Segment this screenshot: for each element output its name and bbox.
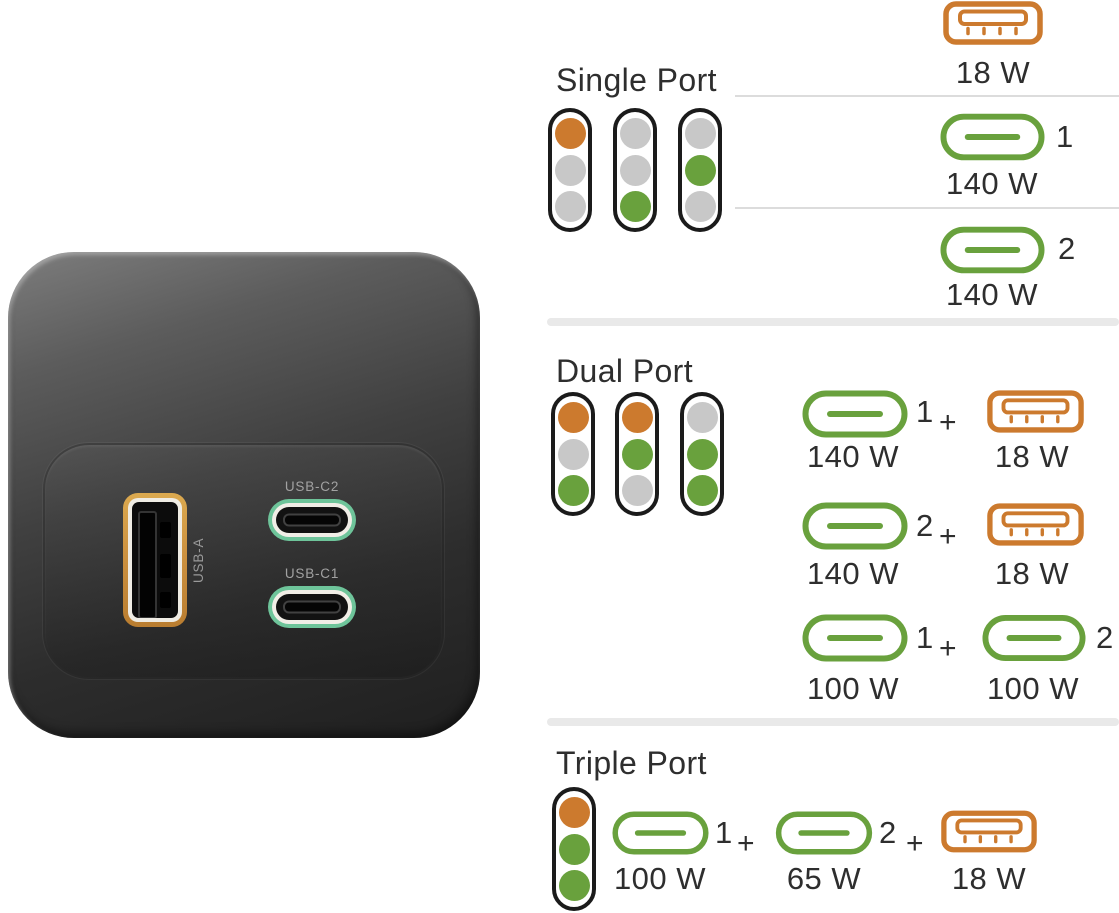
usb-a-icon bbox=[941, 810, 1037, 853]
port-number-label: 1 bbox=[1056, 119, 1074, 154]
plus-sign: + bbox=[906, 827, 924, 860]
usb-c-icon bbox=[940, 112, 1045, 162]
indicator-dot bbox=[684, 191, 716, 223]
watt-label: 18 W bbox=[951, 861, 1027, 896]
watt-label: 18 W bbox=[994, 439, 1070, 474]
indicator-dot bbox=[684, 117, 716, 149]
usb-c-icon bbox=[800, 614, 910, 662]
usb-c2-port-label: USB-C2 bbox=[284, 479, 340, 494]
usb-a-port-cavity bbox=[132, 502, 178, 618]
indicator-dot bbox=[557, 438, 589, 470]
indicator-dot bbox=[686, 475, 718, 507]
indicator-dot bbox=[554, 117, 586, 149]
port-indicator bbox=[552, 787, 596, 911]
usb-c-icon bbox=[612, 811, 709, 855]
port-indicator bbox=[551, 392, 595, 516]
port-number-label: 2 bbox=[916, 508, 934, 543]
indicator-dot bbox=[557, 475, 589, 507]
indicator-dot bbox=[558, 833, 590, 865]
watt-label: 140 W bbox=[806, 556, 900, 591]
indicator-dot bbox=[621, 438, 653, 470]
port-number-label: 2 bbox=[879, 815, 897, 850]
usb-c1-port-bezel bbox=[272, 590, 352, 624]
indicator-dot bbox=[554, 154, 586, 186]
indicator-dot bbox=[686, 401, 718, 433]
usb-a-port-label: USB-A bbox=[191, 537, 206, 583]
usb-c2-port-bezel bbox=[272, 503, 352, 537]
indicator-dot bbox=[686, 438, 718, 470]
watt-label: 140 W bbox=[945, 277, 1039, 312]
watt-label: 100 W bbox=[806, 671, 900, 706]
indicator-dot bbox=[558, 870, 590, 902]
usb-c1-port-label: USB-C1 bbox=[284, 566, 340, 581]
port-indicator bbox=[678, 108, 722, 232]
usb-c-icon bbox=[775, 811, 873, 855]
watt-label: 18 W bbox=[955, 55, 1031, 90]
indicator-dot bbox=[557, 401, 589, 433]
section-divider bbox=[547, 318, 1119, 326]
usb-c1-port-cavity bbox=[276, 594, 348, 620]
port-number-label: 2 bbox=[1096, 620, 1114, 655]
watt-label: 100 W bbox=[986, 671, 1080, 706]
watt-label: 65 W bbox=[786, 861, 862, 896]
charger-recessed-panel bbox=[45, 445, 442, 677]
watt-label: 100 W bbox=[613, 861, 707, 896]
indicator-dot bbox=[619, 154, 651, 186]
usb-a-port-bezel bbox=[128, 498, 182, 622]
usb-c2-port-tongue bbox=[283, 513, 341, 527]
section-title-triple: Triple Port bbox=[556, 745, 707, 781]
port-indicator bbox=[613, 108, 657, 232]
port-number-label: 1 bbox=[916, 394, 934, 429]
plus-sign: + bbox=[737, 827, 755, 860]
charger-device: USB-A USB-C2 USB-C1 bbox=[8, 252, 480, 738]
port-number-label: 2 bbox=[1058, 231, 1076, 266]
usb-c1-port-tongue bbox=[283, 600, 341, 614]
indicator-dot bbox=[619, 191, 651, 223]
port-indicator bbox=[615, 392, 659, 516]
row-divider bbox=[735, 95, 1119, 97]
row-divider bbox=[735, 207, 1119, 209]
usb-a-icon bbox=[987, 503, 1084, 546]
usb-a-port bbox=[123, 493, 187, 627]
usb-c-icon bbox=[800, 502, 910, 550]
port-indicator bbox=[548, 108, 592, 232]
plus-sign: + bbox=[939, 520, 957, 553]
usb-c2-port bbox=[268, 499, 356, 541]
section-divider bbox=[547, 718, 1119, 726]
indicator-dot bbox=[554, 191, 586, 223]
port-number-label: 1 bbox=[715, 815, 733, 850]
indicator-dot bbox=[621, 475, 653, 507]
usb-c-icon bbox=[940, 225, 1045, 275]
usb-a-icon bbox=[987, 390, 1084, 433]
watt-label: 140 W bbox=[806, 439, 900, 474]
usb-a-port-tongue bbox=[138, 511, 157, 618]
usb-c2-port-cavity bbox=[276, 507, 348, 533]
indicator-dot bbox=[684, 154, 716, 186]
indicator-dot bbox=[558, 796, 590, 828]
plus-sign: + bbox=[939, 632, 957, 665]
section-title-dual: Dual Port bbox=[556, 353, 693, 389]
section-title-single: Single Port bbox=[556, 62, 717, 98]
port-number-label: 1 bbox=[916, 620, 934, 655]
indicator-dot bbox=[621, 401, 653, 433]
usb-a-icon bbox=[943, 1, 1043, 45]
usb-c1-port bbox=[268, 586, 356, 628]
watt-label: 140 W bbox=[945, 166, 1039, 201]
port-indicator bbox=[680, 392, 724, 516]
indicator-dot bbox=[619, 117, 651, 149]
usb-c-icon bbox=[800, 390, 910, 438]
watt-label: 18 W bbox=[994, 556, 1070, 591]
plus-sign: + bbox=[939, 406, 957, 439]
usb-c-icon bbox=[982, 614, 1086, 662]
